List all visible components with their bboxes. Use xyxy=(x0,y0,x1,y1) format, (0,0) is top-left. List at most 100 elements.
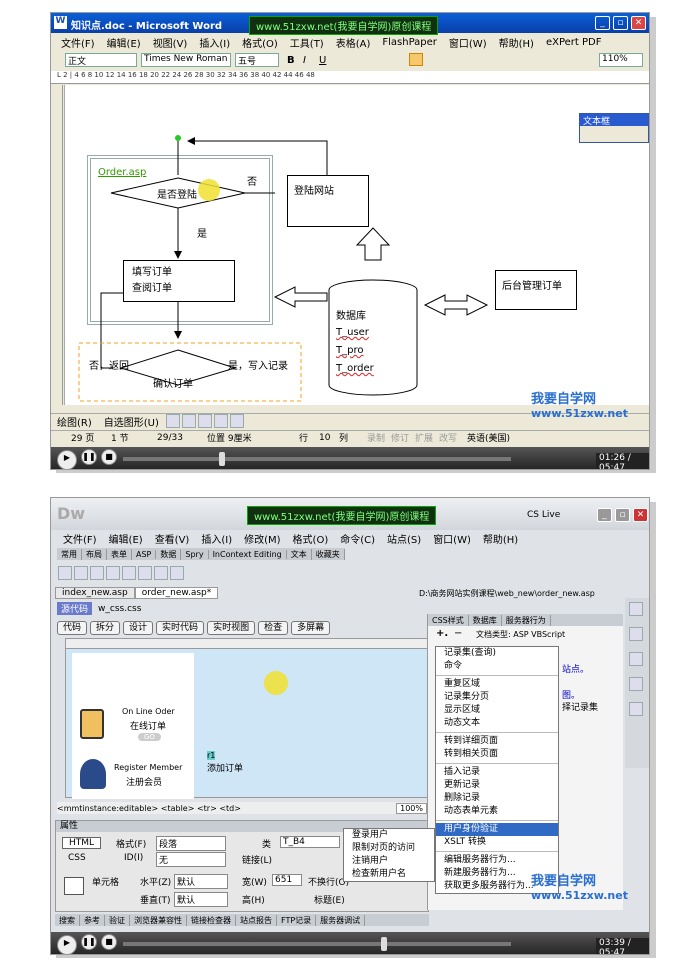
panel-tab[interactable]: CSS样式 xyxy=(428,614,469,626)
textbox-icon[interactable] xyxy=(229,414,244,428)
results-tab[interactable]: 站点报告 xyxy=(236,914,277,926)
context-menu-item[interactable]: 动态表单元素 xyxy=(444,806,499,816)
dw-menu-item[interactable]: 文件(F) xyxy=(63,535,97,546)
insert-tab[interactable]: 数据 xyxy=(156,548,182,560)
view-button[interactable]: 检查 xyxy=(258,621,289,635)
context-menu-item[interactable]: 记录集(查询) xyxy=(444,648,497,658)
add-behavior-button[interactable]: +. xyxy=(436,628,449,639)
insert-tab[interactable]: 布局 xyxy=(82,548,107,560)
play-button[interactable]: ▶ xyxy=(57,450,77,469)
dw-minimize-button[interactable]: _ xyxy=(597,508,612,522)
view-button[interactable]: 拆分 xyxy=(90,621,121,635)
dw-menu-item[interactable]: 窗口(W) xyxy=(433,535,471,546)
minimize-button[interactable]: _ xyxy=(595,16,610,30)
menu-item[interactable]: 插入(I) xyxy=(199,38,231,50)
menu-item[interactable]: 格式(O) xyxy=(242,38,278,50)
insert-tab[interactable]: 文本 xyxy=(287,548,312,560)
results-tab[interactable]: 链接检查器 xyxy=(187,914,236,926)
go-button-1[interactable]: GO xyxy=(138,733,161,741)
menu-item[interactable]: 表格(A) xyxy=(335,38,371,50)
context-menu-item[interactable]: 命令 xyxy=(444,661,463,671)
class-select[interactable]: T_B4 xyxy=(280,836,340,848)
maximize-button[interactable]: ▫ xyxy=(613,16,628,30)
menu-item[interactable]: 窗口(W) xyxy=(448,38,487,50)
stop-button-2[interactable]: ■ xyxy=(101,934,117,950)
menu-item[interactable]: 视图(V) xyxy=(152,38,188,50)
doc-tab-index[interactable]: index_new.asp xyxy=(55,587,135,599)
context-menu-item[interactable]: 删除记录 xyxy=(444,793,481,803)
menu-item[interactable]: 编辑(E) xyxy=(106,38,141,50)
width-input[interactable]: 651 xyxy=(272,874,302,886)
source-code-button[interactable]: 源代码 xyxy=(57,602,93,615)
dw-menu-item[interactable]: 站点(S) xyxy=(387,535,422,546)
checkbox-icon[interactable] xyxy=(90,566,104,580)
menu-item[interactable]: eXPert PDF xyxy=(545,36,602,48)
stop-button[interactable]: ■ xyxy=(101,449,117,465)
insert-tab[interactable]: 表单 xyxy=(107,548,132,560)
css-file-link[interactable]: w_css.css xyxy=(98,603,142,614)
selection-frame[interactable] xyxy=(87,155,273,325)
dw-menu-item[interactable]: 插入(I) xyxy=(201,535,233,546)
id-select[interactable]: 无 xyxy=(156,852,226,867)
dw-zoom[interactable]: 100% xyxy=(396,802,427,814)
textfield-icon[interactable] xyxy=(74,566,88,580)
doc-tab-order[interactable]: order_new.asp* xyxy=(134,587,219,599)
size-select[interactable]: 五号 xyxy=(235,53,279,67)
fieldset-icon[interactable] xyxy=(170,566,184,580)
dw-menu-item[interactable]: 帮助(H) xyxy=(482,535,519,546)
zoom-select[interactable]: 110% xyxy=(599,53,643,67)
nowrap-label[interactable]: 不换行(O) xyxy=(308,878,350,888)
dock-icon-3[interactable] xyxy=(629,652,643,666)
context-menu-item[interactable]: 转到相关页面 xyxy=(444,749,499,759)
dw-maximize-button[interactable]: ▫ xyxy=(615,508,630,522)
tag-path[interactable]: <mmtinstance:editable> <table> <tr> <td> xyxy=(57,803,241,813)
progress-thumb[interactable] xyxy=(219,452,225,466)
oval-icon[interactable] xyxy=(213,414,228,428)
align-left-icon[interactable] xyxy=(409,53,423,66)
insert-tab[interactable]: 收藏夹 xyxy=(312,548,345,560)
submenu-item[interactable]: 登录用户 xyxy=(352,830,389,840)
submenu-item[interactable]: 检查新用户名 xyxy=(352,869,407,879)
dw-menu-item[interactable]: 编辑(E) xyxy=(108,535,143,546)
dw-close-button[interactable]: ✕ xyxy=(633,508,648,522)
radio-icon[interactable] xyxy=(106,566,120,580)
view-button[interactable]: 代码 xyxy=(57,621,88,635)
label-icon[interactable] xyxy=(154,566,168,580)
menu-item[interactable]: 工具(T) xyxy=(289,38,324,50)
bold-button[interactable]: B xyxy=(287,54,295,66)
dock-icon-4[interactable] xyxy=(629,677,643,691)
remove-behavior-button[interactable]: − xyxy=(454,628,463,639)
results-tab[interactable]: FTP记录 xyxy=(277,914,317,926)
insert-tab[interactable]: ASP xyxy=(132,549,157,559)
dw-menu-item[interactable]: 查看(V) xyxy=(154,535,190,546)
progress-track[interactable] xyxy=(123,457,511,461)
menu-item[interactable]: 文件(F) xyxy=(61,38,95,50)
button-icon[interactable] xyxy=(138,566,152,580)
font-select[interactable]: Times New Roman xyxy=(141,53,231,67)
play-button-2[interactable]: ▶ xyxy=(57,935,77,954)
rect-icon[interactable] xyxy=(197,414,212,428)
dock-icon-2[interactable] xyxy=(629,627,643,641)
context-menu-item[interactable]: 获取更多服务器行为... xyxy=(444,881,534,891)
pause-button[interactable]: ❚❚ xyxy=(81,449,97,465)
context-menu-item[interactable]: 插入记录 xyxy=(444,767,481,777)
results-tab[interactable]: 搜索 xyxy=(55,914,80,926)
header-label[interactable]: 标题(E) xyxy=(314,896,345,906)
progress-track-2[interactable] xyxy=(123,942,511,946)
pause-button-2[interactable]: ❚❚ xyxy=(81,934,97,950)
line-icon[interactable] xyxy=(165,414,180,428)
progress-thumb-2[interactable] xyxy=(381,937,387,951)
html-button[interactable]: HTML xyxy=(62,837,102,849)
style-select[interactable]: 正文 xyxy=(65,53,137,67)
dw-menu-item[interactable]: 格式(O) xyxy=(292,535,329,546)
context-menu-item[interactable]: 记录集分页 xyxy=(444,692,490,702)
horz-select[interactable]: 默认 xyxy=(174,874,228,889)
panel-tab[interactable]: 服务器行为 xyxy=(502,614,551,626)
vert-select[interactable]: 默认 xyxy=(174,892,228,907)
menu-item[interactable]: 帮助(H) xyxy=(498,38,534,50)
list-icon[interactable] xyxy=(122,566,136,580)
italic-button[interactable]: I xyxy=(303,54,306,66)
css-button[interactable]: CSS xyxy=(68,853,86,863)
context-menu-item[interactable]: 编辑服务器行为... xyxy=(444,855,516,865)
autoshape-menu[interactable]: 自选图形(U) xyxy=(103,417,159,429)
